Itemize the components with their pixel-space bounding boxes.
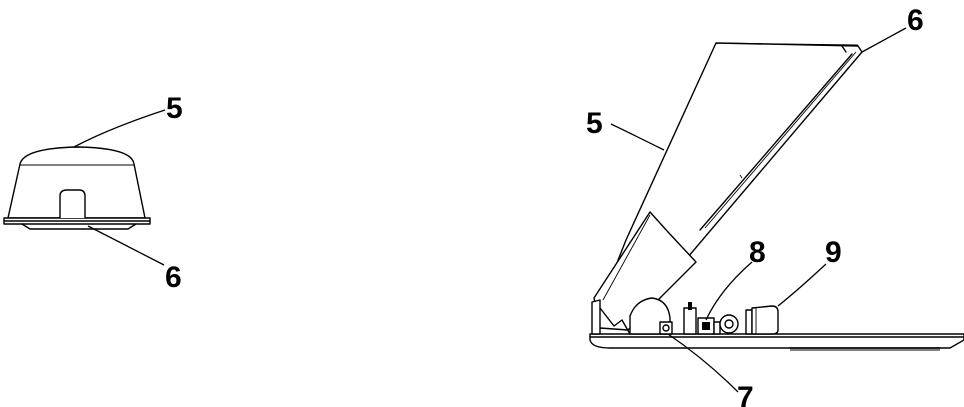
- leader-right-9: [777, 263, 827, 307]
- leader-right-8: [705, 261, 753, 321]
- callout-right-6: 6: [907, 4, 924, 37]
- leader-left-6: [87, 225, 165, 266]
- callout-right-7: 7: [737, 381, 754, 407]
- callout-right-5: 5: [586, 107, 603, 140]
- leader-right-6: [861, 27, 907, 53]
- leader-left-5: [73, 109, 166, 148]
- leader-right-5: [610, 123, 665, 151]
- callout-left-5: 5: [166, 92, 183, 125]
- callout-right-8: 8: [749, 236, 766, 269]
- open-device-view: [589, 42, 964, 351]
- callout-left-6: 6: [165, 261, 182, 294]
- component-9-block: [745, 305, 779, 335]
- leader-right-7: [667, 333, 739, 393]
- closed-device-view: [3, 146, 151, 230]
- callout-right-9: 9: [825, 236, 842, 269]
- open-base-plate: [589, 333, 964, 349]
- component-8-connector: [683, 302, 739, 335]
- hinge-bracket: [591, 299, 601, 335]
- closed-latch-slot: [59, 189, 86, 218]
